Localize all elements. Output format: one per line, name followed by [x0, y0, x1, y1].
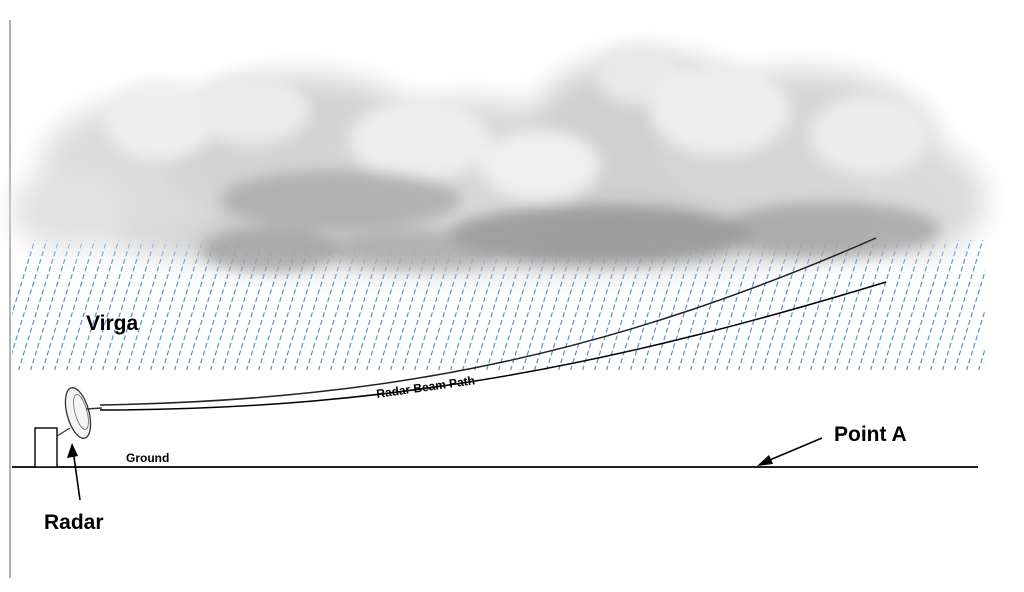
- beam-lower-edge: [99, 281, 887, 411]
- rain-streak: [65, 240, 109, 370]
- ground-label: Ground: [126, 451, 169, 465]
- point-a-label: Point A: [834, 423, 907, 446]
- virga-label: Virga: [86, 312, 138, 335]
- beam-upper-edge: [99, 237, 877, 406]
- rain-streak: [941, 240, 985, 370]
- rain-streak: [917, 240, 961, 370]
- rain-streak: [17, 240, 61, 370]
- rain-streak: [965, 240, 985, 370]
- radar-dish-icon: [56, 387, 103, 439]
- rain-streak: [53, 240, 97, 370]
- rain-streak: [113, 240, 157, 370]
- rain-streak: [77, 240, 121, 370]
- rain-streak: [929, 240, 973, 370]
- rain-streak: [12, 240, 49, 370]
- rain-streak: [977, 240, 985, 370]
- rain-streak: [89, 240, 133, 370]
- rain-streak: [29, 240, 73, 370]
- rain-streak: [41, 240, 85, 370]
- rain-streak: [869, 240, 913, 370]
- radar-arrow: [67, 443, 81, 501]
- point-a-arrow: [757, 437, 823, 466]
- rain-streak: [881, 240, 925, 370]
- cloud: [10, 45, 985, 272]
- rain-streak: [953, 240, 985, 370]
- rain-streak: [149, 240, 193, 370]
- radar-label: Radar: [44, 511, 104, 534]
- rain-streak: [905, 240, 949, 370]
- rain-streak: [893, 240, 937, 370]
- rain-streak: [125, 240, 169, 370]
- rain-streak: [137, 240, 181, 370]
- rain-streak: [12, 240, 37, 370]
- radar-tower-icon: [34, 427, 58, 468]
- rain-streak: [101, 240, 145, 370]
